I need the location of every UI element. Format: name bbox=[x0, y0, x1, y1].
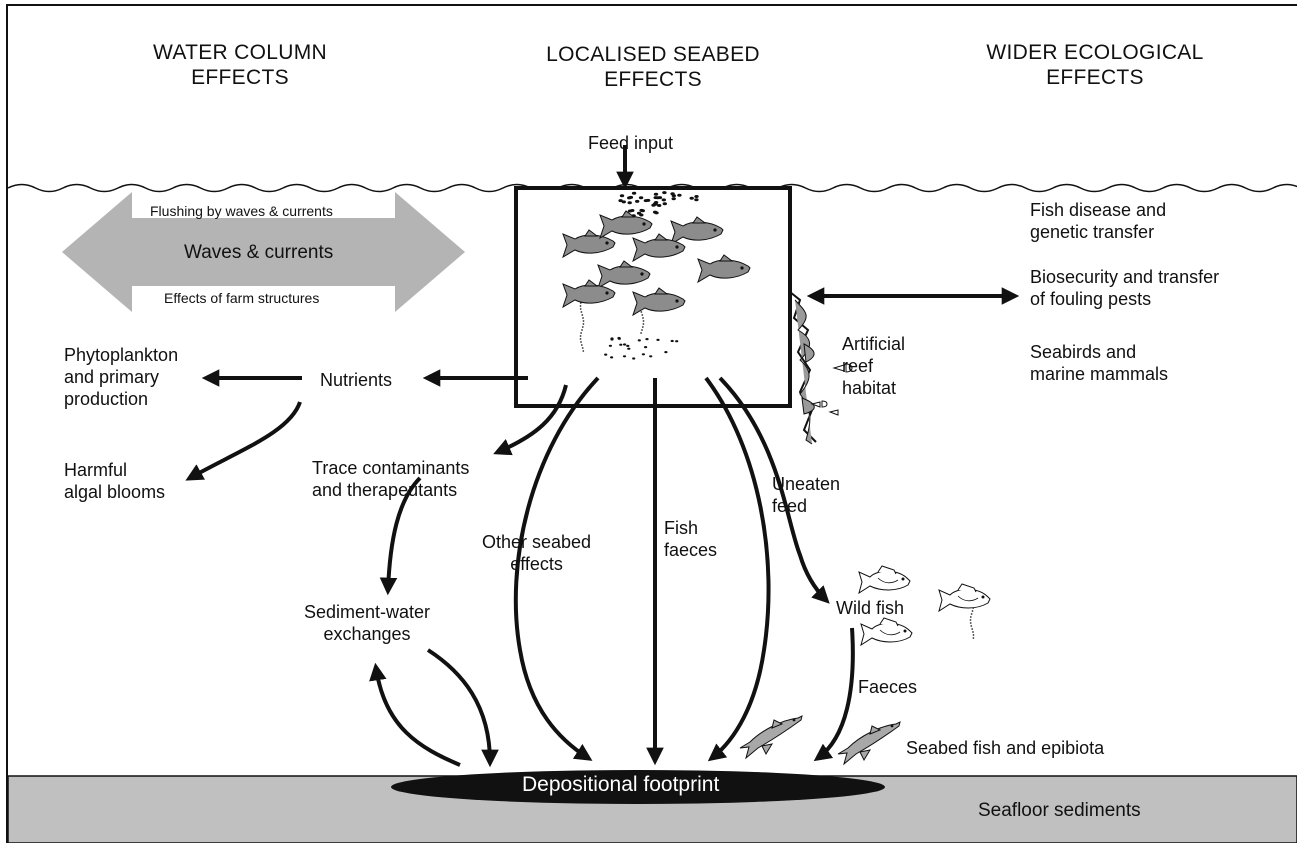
label-artificial-reef: Artificial reef habitat bbox=[842, 334, 906, 398]
label-sediment-water: Sediment-water exchanges bbox=[304, 602, 431, 644]
arrow-exchange-down bbox=[426, 648, 499, 768]
label-nutrients: Nutrients bbox=[320, 370, 393, 390]
label-other-seabed: Other seabed effects bbox=[482, 532, 592, 574]
arrow-uneaten-feed-seabed bbox=[704, 376, 771, 762]
process-arrows bbox=[185, 145, 855, 768]
label-harmful-blooms: Harmful algal blooms bbox=[64, 460, 166, 502]
depositional-footprint bbox=[391, 770, 885, 804]
label-depositional-footprint: Depositional footprint bbox=[522, 773, 720, 796]
waves-currents-arrow bbox=[62, 192, 465, 312]
label-seabirds: Seabirds and marine mammals bbox=[1030, 342, 1169, 384]
arrow-other-seabed bbox=[513, 376, 600, 761]
label-seabed-fish: Seabed fish and epibiota bbox=[906, 738, 1105, 758]
arrow-wild-fish-faeces bbox=[813, 627, 855, 762]
label-fish-faeces: Fish faeces bbox=[664, 518, 718, 560]
arrow-to-sediment-water bbox=[379, 476, 422, 596]
artificial-reef-fouling bbox=[789, 291, 853, 445]
faeces-trails bbox=[579, 299, 975, 639]
label-uneaten-feed: Uneaten feed bbox=[772, 474, 841, 516]
seabed-fish bbox=[837, 721, 901, 765]
arrow-to-wild-fish bbox=[718, 376, 830, 604]
wild-fish bbox=[938, 583, 991, 612]
header-localised-seabed: LOCALISED SEABED EFFECTS bbox=[546, 43, 760, 91]
header-wider-ecological: WIDER ECOLOGICAL EFFECTS bbox=[986, 41, 1204, 89]
header-water-column: WATER COLUMN EFFECTS bbox=[153, 41, 327, 89]
label-farm-structures: Effects of farm structures bbox=[164, 290, 320, 306]
label-wild-fish: Wild fish bbox=[836, 598, 905, 618]
label-fish-disease: Fish disease and genetic transfer bbox=[1030, 200, 1167, 242]
arrow-exchange-up bbox=[369, 662, 461, 767]
label-faeces: Faeces bbox=[858, 677, 918, 697]
seabed-fish bbox=[739, 715, 803, 759]
label-phytoplankton: Phytoplankton and primary production bbox=[64, 345, 179, 409]
label-trace-contaminants: Trace contaminants and therapeutants bbox=[312, 458, 470, 500]
label-feed-input: Feed input bbox=[588, 133, 674, 153]
frame-border bbox=[6, 4, 1297, 843]
arrow-to-harmful-blooms bbox=[185, 401, 302, 481]
label-flushing: Flushing by waves & currents bbox=[150, 203, 333, 219]
arrow-to-trace-contaminants bbox=[493, 384, 568, 456]
feed-pellets bbox=[604, 191, 699, 360]
label-waves-currents: Waves & currents bbox=[184, 242, 334, 263]
wild-fish bbox=[860, 617, 913, 646]
wild-fish bbox=[858, 565, 911, 594]
label-seafloor-sediments: Seafloor sediments bbox=[978, 800, 1141, 821]
label-biosecurity: Biosecurity and transfer of fouling pest… bbox=[1030, 267, 1220, 309]
